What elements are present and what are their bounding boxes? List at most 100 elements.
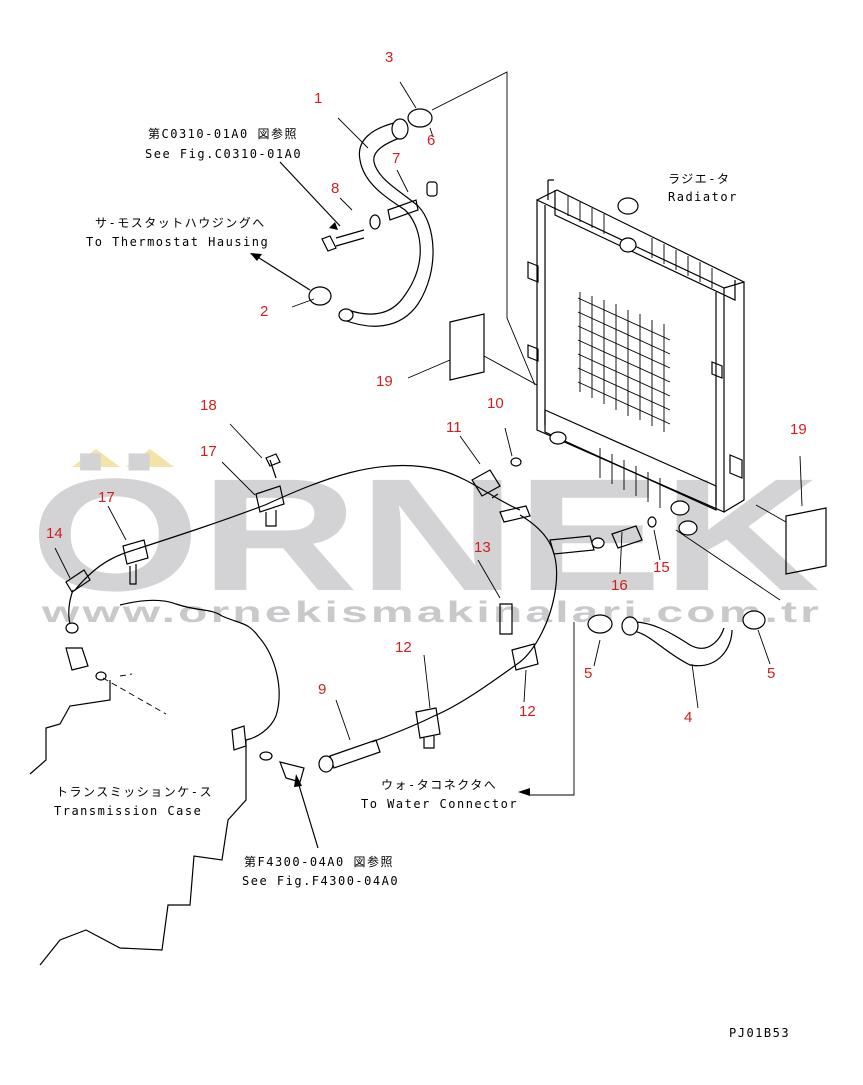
hose-4 [625,621,733,667]
callout-13: 13 [474,539,491,556]
pad-19-leaders [407,355,803,523]
watermark-url: www.ornekismakinalari.com.tr [40,596,822,629]
upper-hose-group [291,71,536,386]
hose-1 [343,121,434,327]
thermostat-leader [255,255,311,291]
fig2-label-jp: 第F4300-04A0 図参照 [244,854,394,869]
radiator-side-frames [544,205,717,505]
thermostat-label-jp: サ-モスタットハウジングへ [95,216,266,230]
radiator-top-edge [536,189,745,283]
clip-7 [387,199,419,221]
callout-15: 15 [653,559,670,576]
radiator-fins-bottom [599,448,661,508]
water-connector-label-jp: ウォ-タコネクタへ [381,778,497,792]
dashed-guide [102,673,167,715]
radiator-bottom-tank [544,409,717,511]
callout-14: 14 [46,525,63,542]
callout-9: 9 [318,681,326,698]
radiator-top-tank [554,190,736,301]
callout-16: 16 [611,577,628,594]
fig1-label-jp: 第C0310-01A0 図参照 [148,126,298,141]
hose-1-lower-end [338,308,354,322]
radiator-outlet-upper [670,500,690,516]
radiator-label-en: Radiator [668,190,738,204]
fitting-11 [471,469,501,499]
water-connector-line [528,622,575,796]
clamp-5-left [587,614,613,634]
callout-19-left: 19 [376,373,393,390]
callout-5-right: 5 [767,665,775,682]
radiator-label-jp: ラジエ-タ [668,172,731,186]
lower-hose-leaders [593,529,781,709]
clamp-5-right [742,610,766,630]
clamp-12-upper [511,643,539,671]
bolt-13 [499,603,513,635]
oring-10 [510,457,522,467]
water-connector-arrowhead [518,788,530,796]
callout-2: 2 [260,303,268,320]
thermostat-label-en: To Thermostat Hausing [86,235,269,249]
tube-main-upper [74,464,521,591]
hose-14 [65,569,91,593]
transmission-label-jp: トランスミッションケ-ス [56,785,213,799]
radiator-body [536,199,725,513]
collar-6 [426,181,438,197]
bolt-8 [321,229,365,252]
nut-9 [318,755,334,773]
callout-19-right: 19 [790,421,807,438]
callout-10: 10 [487,395,504,412]
radiator-drain [549,431,567,445]
callout-17-center: 17 [200,443,217,460]
upper-leaders [291,81,434,308]
clamp-17-left [122,539,149,585]
clamp-2 [308,286,332,306]
transmission-label-en: Transmission Case [54,804,202,818]
hose-4-end [621,616,639,636]
hose-11 [499,505,531,523]
oring-lower [259,751,273,761]
callout-1: 1 [314,90,322,107]
callout-17-left: 17 [98,489,115,506]
fig2-leader [297,781,319,849]
radiator-inlet [619,237,637,253]
clamp-17-center [255,485,285,527]
fig1-label-en: See Fig.C0310-01A0 [145,147,302,161]
radiator-mount-brackets [527,261,743,479]
callout-4: 4 [684,709,692,726]
water-connector-label-en: To Water Connector [361,797,518,811]
thermostat-arrowhead [250,253,262,261]
clamp-3 [407,108,433,128]
transmission-port [231,725,247,751]
hose-9 [329,739,381,769]
fig2-label-en: See Fig.F4300-04A0 [242,874,399,888]
callout-18: 18 [200,397,217,414]
clamp-12-lower [415,707,441,749]
fig1-arrowhead [329,222,338,230]
callout-8: 8 [331,180,339,197]
washer-8 [369,214,381,230]
nut-right [591,537,605,549]
fig2-arrowhead [294,774,302,787]
elbow-left [65,647,89,671]
nut-14 [65,622,79,634]
watermark-umlaut-left [72,449,120,467]
pad-19-left [449,313,485,381]
bolt-18 [265,453,281,479]
radiator-fins-top [567,196,713,288]
routing-line-upper [431,71,536,386]
radiator-cap [617,197,639,215]
transmission-case-outline [29,599,280,966]
pad-19-right [785,507,827,575]
callout-7: 7 [392,150,400,167]
elbow-lower [279,761,305,783]
fitting-16 [611,525,643,549]
lower-hose-group [518,529,781,796]
callout-12-left: 12 [395,639,412,656]
watermark: ÖRNEK www.ornekismakinalari.com.tr [30,445,822,629]
tube-left-down [68,589,74,625]
callout-11: 11 [446,419,462,436]
oil-leaders [54,423,661,741]
hose-section-right [549,535,595,555]
